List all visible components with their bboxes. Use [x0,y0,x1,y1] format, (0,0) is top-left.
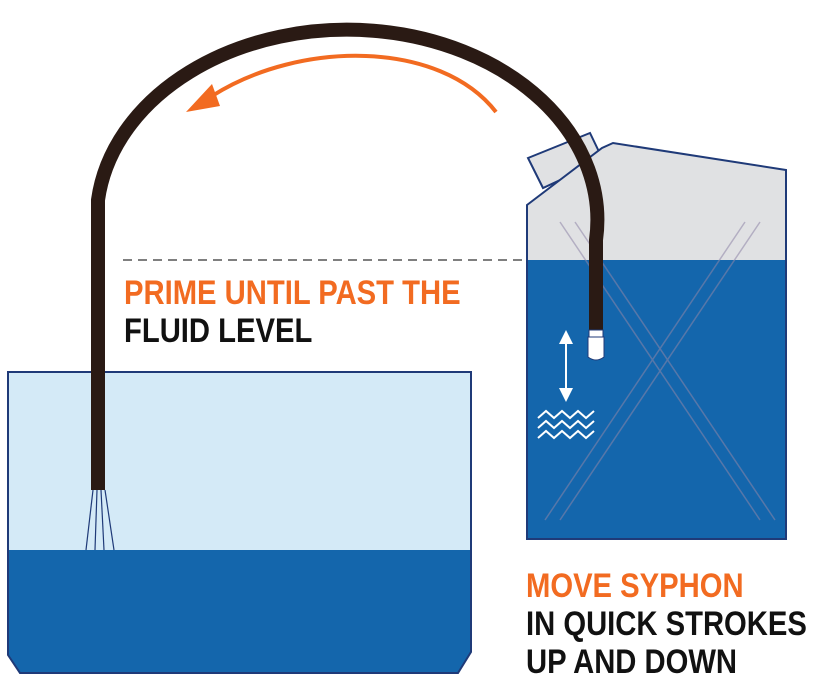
move-label-line2: IN QUICK STROKES [526,604,807,643]
container-air-space [8,372,471,552]
hose-end-fitting [587,329,605,361]
destination-container [7,371,472,674]
curved-arrow-icon [186,53,498,114]
move-label-line1: MOVE SYPHON [526,566,744,605]
up-down-arrow-icon [559,330,573,402]
spray-lines [85,489,115,551]
move-label-line3: UP AND DOWN [526,642,737,680]
canister-outline [526,141,787,540]
prime-label-line1: PRIME UNTIL PAST THE [124,273,461,312]
prime-label-line2: FLUID LEVEL [124,311,312,350]
container-fluid [8,550,471,673]
wave-icon [537,409,595,440]
container-outline [7,371,472,674]
canister-fluid [527,260,786,539]
syphon-hose [91,22,605,490]
